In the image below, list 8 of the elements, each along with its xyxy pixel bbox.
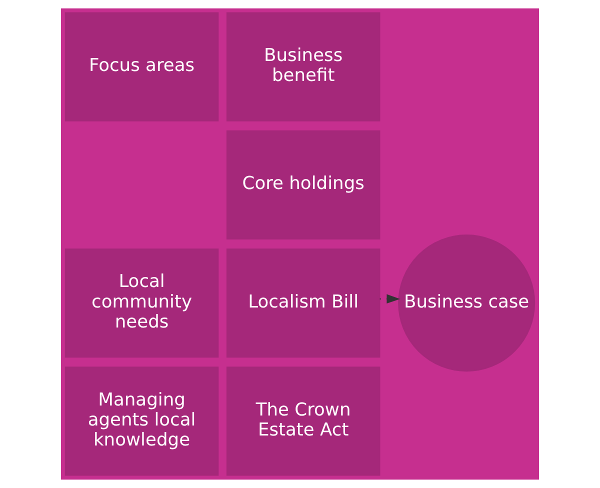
node-box: Core holdings [226,130,380,240]
node-box: Localism Bill [226,248,380,358]
node-box: Business benefit [226,12,380,122]
node-box: The Crown Estate Act [226,366,380,476]
node-box: Focus areas [64,12,219,122]
node-box: Local community needs [64,248,219,358]
node-box: Managing agents local knowledge [64,366,219,476]
node-circle: Business case [398,234,536,372]
